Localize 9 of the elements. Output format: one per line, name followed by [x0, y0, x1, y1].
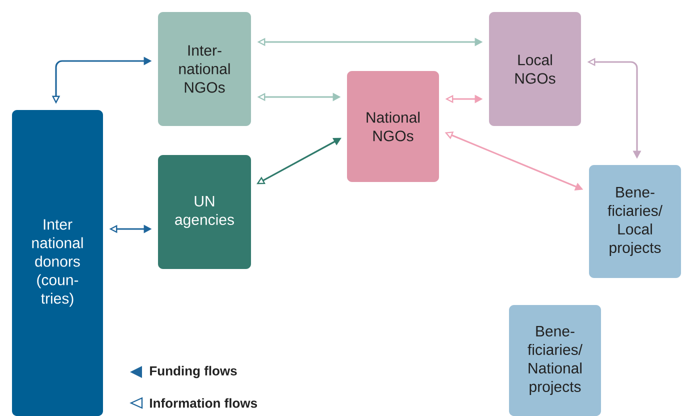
box: Inter- national NGOs — [158, 12, 251, 126]
box: Local NGOs — [489, 12, 581, 126]
legend-label: Information flows — [150, 398, 257, 408]
box: National NGOs — [347, 71, 439, 182]
legend-label: Funding flows — [150, 366, 237, 378]
box: Bene- ficiaries/ Local projects — [589, 165, 681, 278]
box: Bene- ficiaries/ National projects — [509, 305, 601, 416]
box: UN agencies — [158, 155, 251, 269]
box: Inter national donors (coun- tries) — [12, 110, 103, 416]
